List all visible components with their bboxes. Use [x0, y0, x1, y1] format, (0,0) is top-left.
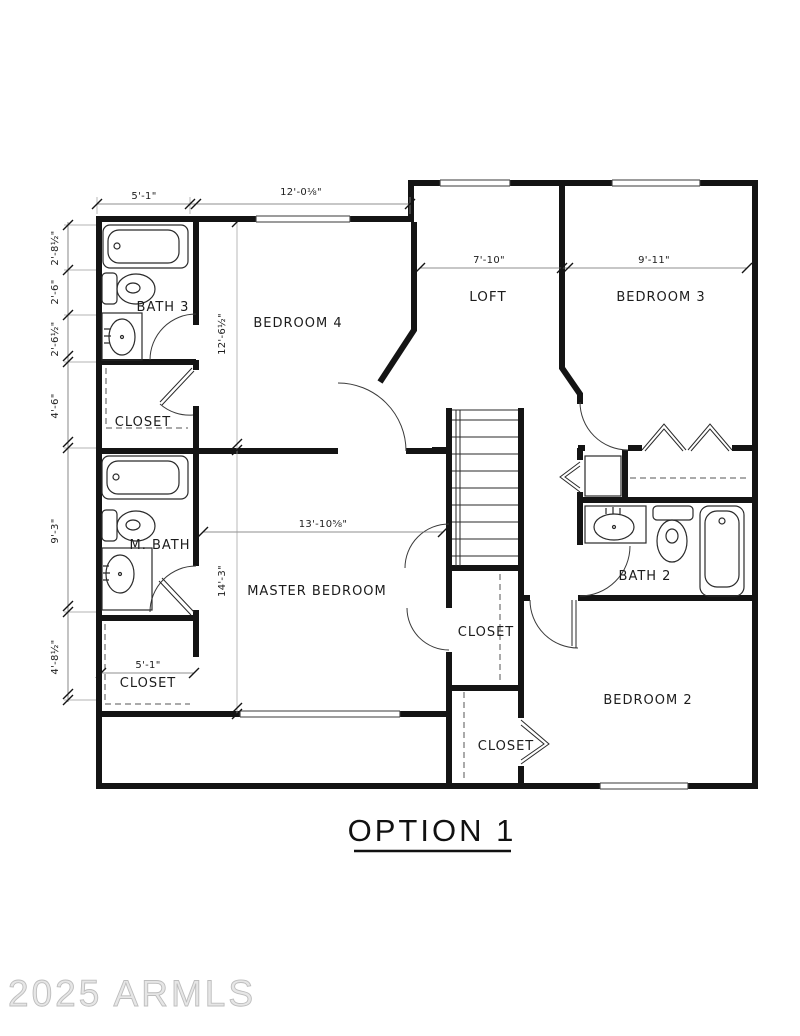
bath2-sink-icon: [584, 505, 647, 544]
windows: [239, 179, 701, 790]
dim-left-3: 2'-6½": [49, 321, 61, 356]
room-label-closet-upper-left: CLOSET: [115, 415, 172, 430]
dim-master-width: 13'-10⅝": [299, 519, 348, 530]
dim-left-5: 9'-3": [50, 518, 61, 543]
room-label-master: MASTER BEDROOM: [247, 584, 387, 599]
dim-bottom-closet-width: 5'-1": [135, 660, 160, 671]
bath3-sink-icon: [101, 312, 143, 361]
mbath-sink-icon: [101, 547, 153, 611]
mbath-bathtub-icon: [101, 455, 189, 500]
staircase: [452, 409, 518, 566]
room-labels: BATH 3 BEDROOM 4 LOFT BEDROOM 3 CLOSET M…: [115, 289, 705, 754]
room-label-closet-lower-left: CLOSET: [120, 676, 177, 691]
dim-bedroom4-depth: 12'-6½": [216, 313, 228, 355]
dim-left-2: 2'-6": [50, 279, 61, 304]
room-label-bedroom4: BEDROOM 4: [253, 316, 342, 331]
dimension-labels: 5'-1" 12'-0⅛" 7'-10" 9'-11" 13'-10⅝" 5'-…: [49, 187, 670, 675]
dim-bedroom3-width: 9'-11": [638, 255, 670, 266]
walls: [96, 180, 758, 789]
bath2-toilet-icon: [652, 505, 694, 563]
room-label-bath3: BATH 3: [137, 300, 190, 315]
dim-left-1: 2'-8½": [49, 230, 61, 265]
title-block: OPTION 1: [348, 813, 517, 853]
bath3-toilet-icon: [101, 272, 156, 305]
room-label-bath2: BATH 2: [619, 569, 672, 584]
room-label-loft: LOFT: [469, 289, 506, 305]
dim-left-4: 4'-6": [50, 393, 61, 418]
doors: [149, 313, 733, 765]
dimension-lines: [62, 197, 753, 720]
bath2-bathtub-icon: [699, 505, 745, 597]
dim-left-6: 4'-8½": [49, 639, 61, 674]
dim-loft-width: 7'-10": [473, 255, 505, 266]
room-label-closet-bottom: CLOSET: [478, 739, 535, 754]
room-label-bedroom2: BEDROOM 2: [603, 693, 692, 708]
watermark: 2025 ARMLS: [8, 973, 256, 1014]
dim-master-depth: 14'-3": [217, 565, 228, 597]
bath3-bathtub-icon: [102, 224, 189, 269]
mbath-toilet-icon: [101, 509, 156, 542]
dim-bedroom4-width: 12'-0⅛": [280, 187, 322, 198]
dim-top-closet-width: 5'-1": [131, 191, 156, 202]
plan-title: OPTION 1: [348, 813, 517, 848]
room-label-mbath: M. BATH: [130, 538, 191, 553]
room-label-bedroom3: BEDROOM 3: [616, 290, 705, 305]
room-label-master-closet: CLOSET: [458, 625, 515, 640]
closet-details: [104, 368, 750, 782]
